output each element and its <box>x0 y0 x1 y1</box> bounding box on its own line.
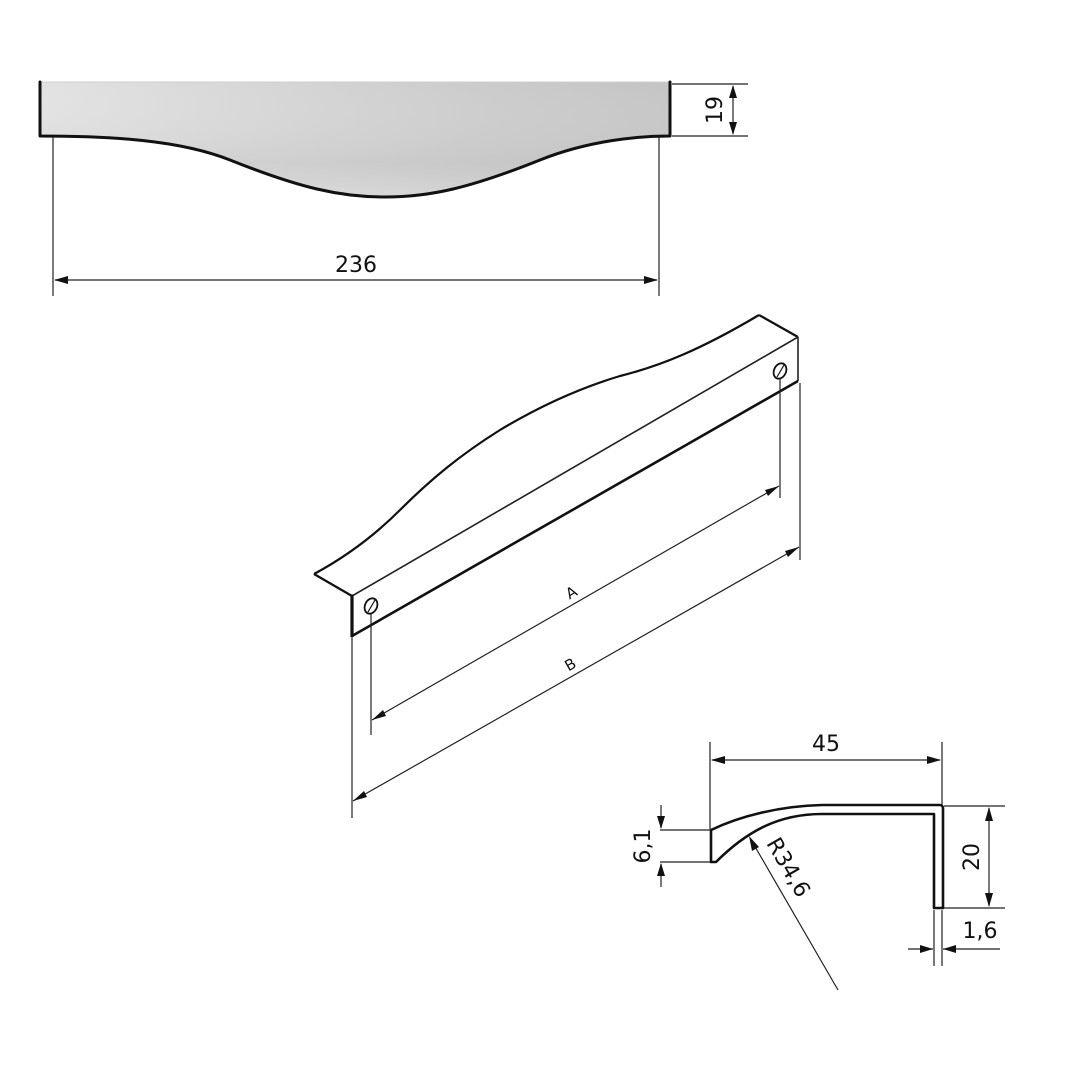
overall-length-label: B <box>562 654 580 675</box>
lip-height-value: 6,1 <box>631 829 656 864</box>
radius-dimension: R34,6 <box>749 834 839 991</box>
isometric-view: A B <box>313 314 801 818</box>
profile-view: 45 20 6,1 1,6 <box>631 732 1005 991</box>
handle-top-flange <box>313 314 760 575</box>
length-dimension: 236 <box>52 137 660 296</box>
overall-length-dimension: B <box>352 546 800 802</box>
front-view: 19 236 <box>38 80 748 296</box>
handle-profile-outline <box>709 803 945 910</box>
height-value: 19 <box>703 96 728 124</box>
radius-value: R34,6 <box>761 834 815 902</box>
mounting-hole-left <box>363 597 379 615</box>
hole-spacing-dimension: A <box>371 485 780 721</box>
thickness-value: 1,6 <box>963 919 998 944</box>
mounting-hole-right <box>772 362 788 380</box>
profile-height-value: 20 <box>960 843 985 871</box>
length-value: 236 <box>335 253 377 278</box>
hole-spacing-label: A <box>563 582 582 603</box>
thickness-dimension: 1,6 <box>908 910 1000 966</box>
lip-height-dimension: 6,1 <box>631 805 710 887</box>
height-dimension: 19 <box>672 83 748 137</box>
width-value: 45 <box>812 732 840 757</box>
profile-height-dimension: 20 <box>944 805 1005 909</box>
width-dimension: 45 <box>709 732 943 829</box>
handle-front-outline <box>38 80 672 199</box>
